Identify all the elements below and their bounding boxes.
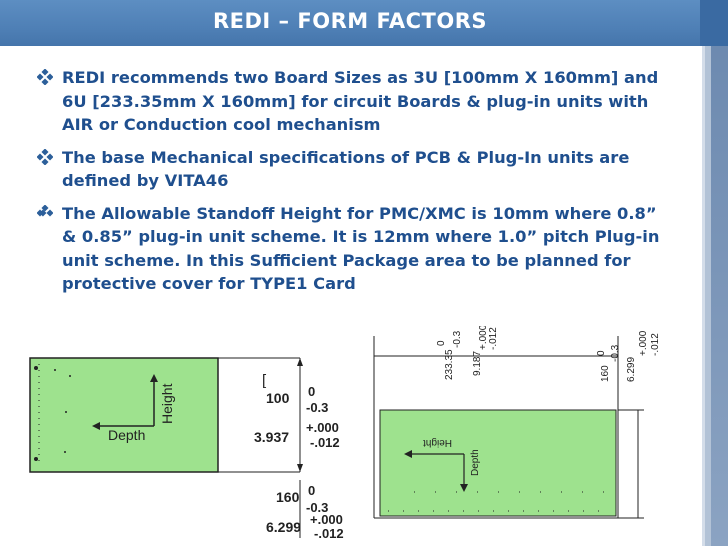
- dim-tol-inch-top: +.000: [306, 420, 339, 435]
- height-label: Height: [159, 383, 175, 424]
- dim-3u-height: [ 100 0 -0.3 3.937 +.000 -.012: [254, 372, 340, 450]
- dim-arrow-icon: [297, 358, 303, 366]
- figure-3u-board: Depth Height [ 100 0 -0.3 3.937 +.000 -.…: [29, 357, 344, 541]
- bullet-text: REDI recommends two Board Sizes as 3U [1…: [62, 68, 659, 134]
- height-arrow-icon: [150, 374, 158, 382]
- figure-6u-board: Height Depth 233.35 0 -0.3 9.187 +.000 -…: [373, 326, 661, 519]
- diamond-bullet-icon: [37, 148, 53, 165]
- board-3u-outline: [29, 357, 219, 473]
- bullet-text: The base Mechanical specifications of PC…: [62, 147, 630, 191]
- dim-3u-depth: 160 0 -0.3 6.299 +.000 -.012: [266, 483, 344, 541]
- dim-tol-bottom: -0.3: [610, 344, 621, 362]
- board-6u-panel: [379, 409, 617, 517]
- dim-tol-top: 0: [596, 350, 607, 356]
- dim-tol-top: 0: [308, 483, 315, 498]
- dim-inch: 6.299: [626, 357, 637, 382]
- dim-mm: 233.35: [444, 349, 455, 380]
- bullet-item: The base Mechanical specifications of PC…: [37, 146, 662, 193]
- dim-tol-inch-top: +.000: [310, 512, 343, 527]
- bullet-list: REDI recommends two Board Sizes as 3U [1…: [37, 66, 662, 305]
- dim-tol-inch-bottom: -.012: [310, 435, 340, 450]
- dim-arrow-icon: [297, 464, 303, 472]
- height-label: Height: [423, 437, 452, 448]
- dim-inch: 3.937: [254, 429, 289, 445]
- dim-mm: 100: [266, 390, 290, 406]
- bullet-item: The Allowable Standoff Height for PMC/XM…: [37, 202, 662, 296]
- dim-tol-inch-top: +.000: [638, 330, 649, 356]
- depth-arrow-icon: [92, 422, 100, 430]
- dim-6u-right: 160 0 -0.3 6.299 +.000 -.012: [596, 330, 661, 382]
- bullet-text: The Allowable Standoff Height for PMC/XM…: [62, 203, 660, 294]
- dim-tol-inch-bottom: -.012: [488, 327, 499, 350]
- dim-inch: 6.299: [266, 519, 301, 535]
- right-bar-stripe: [711, 46, 728, 546]
- depth-arrow-icon: [404, 450, 412, 458]
- dim-tol-top: 0: [308, 384, 315, 399]
- dim-mm: 160: [600, 365, 611, 382]
- dim-inch: 9.187: [472, 351, 483, 376]
- dim-6u-left: 233.35 0 -0.3 9.187 +.000 -.012: [436, 326, 499, 380]
- diamond-bullet-icon: [37, 204, 53, 217]
- right-bar-cap: [700, 0, 728, 46]
- dim-tol-inch-top: +.000: [478, 326, 489, 350]
- height-arrow-icon: [460, 484, 468, 492]
- dim-mm: 160: [276, 489, 300, 505]
- dim-tol-top: 0: [436, 340, 447, 346]
- bullet-item: REDI recommends two Board Sizes as 3U [1…: [37, 66, 662, 137]
- title-bar: REDI – FORM FACTORS: [0, 0, 700, 46]
- diamond-bullet-icon: [37, 69, 53, 85]
- dim-tol-bottom: -0.3: [306, 400, 328, 415]
- dim-tol-bottom: -0.3: [452, 330, 463, 348]
- right-decor-bar: [700, 0, 728, 546]
- depth-label: Depth: [108, 427, 145, 443]
- svg-text:[: [: [262, 372, 267, 389]
- dim-tol-bottom: -0.3: [306, 500, 328, 515]
- dim-tol-inch-bottom: -.012: [650, 333, 661, 356]
- depth-label: Depth: [470, 449, 481, 476]
- corner-markers: [34, 366, 71, 461]
- slide-title: REDI – FORM FACTORS: [212, 9, 488, 33]
- dim-tol-inch-bottom: -.012: [314, 526, 344, 541]
